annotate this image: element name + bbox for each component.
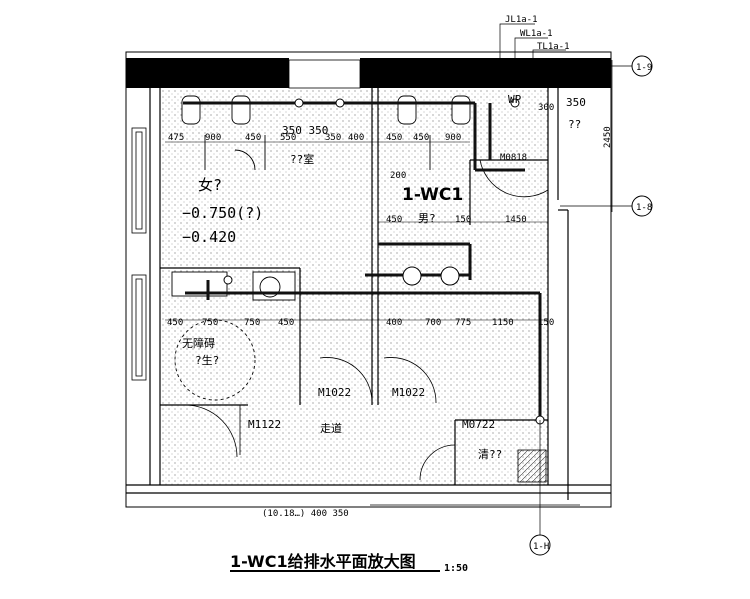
sizes-label: 350 350 [282,124,328,137]
dim-q: ?? [568,118,581,131]
dim-top-1: 900 [205,133,221,143]
drawing-scale: 1:50 [444,563,468,574]
dim-mid-3: 1450 [505,215,527,225]
door-m0818: M0818 [500,153,527,163]
axis-label-top: 1-9 [636,63,652,73]
level-1: −0.750(?) [182,204,263,222]
door-m0722: M0722 [462,418,495,431]
dim-mid-2: 150 [455,215,471,225]
accessible-label-2: ?生? [195,353,219,367]
dim-low-2: 750 [244,318,260,328]
pipe-tag-jl: JL1a-1 [505,15,538,25]
drawing-title: 1-WC1给排水平面放大图 [230,552,416,571]
window-opening [288,59,361,89]
shaft [517,449,547,483]
dim-top-3: 550 [280,133,296,143]
dim-top-8: 900 [445,133,461,143]
cleaning-label: 清?? [478,448,502,461]
dim-top-0: 475 [168,133,184,143]
axis-lines [370,60,632,535]
wash-label: ??室 [290,152,314,166]
dim-top-5: 400 [348,133,364,143]
pipe-tag-tl: TL1a-1 [537,42,570,52]
walls [126,88,611,500]
pipe-fittings [223,98,545,425]
dim-top-9: 200 [390,171,406,181]
level-2: −0.420 [182,228,236,246]
dim-top-7: 450 [413,133,429,143]
door-m1122: M1122 [248,418,281,431]
axis-bubble-mid [631,195,653,217]
bottom-cut-text: (10.18…) 400 350 [262,509,349,519]
axis-label-bottom: 1-H [533,542,549,552]
top-beam-left [126,58,289,88]
pipe-tag-wl: WL1a-1 [520,29,553,39]
dim-low-4: 400 [386,318,402,328]
dim-mid-0: 450 [386,215,402,225]
corridor-floor [160,290,548,485]
accessible-label: 无障碍 [182,336,215,350]
dim-low-7: 1150 [492,318,514,328]
dim-low-5: 700 [425,318,441,328]
dim-low-6: 775 [455,318,471,328]
dim-top-6: 450 [386,133,402,143]
left-windows [131,127,147,381]
pipes [183,101,542,420]
dim-350: 350 [566,96,586,109]
door-m1022-a: M1022 [318,386,351,399]
door-m1022-b: M1022 [392,386,425,399]
dim-top-10: 300 [538,103,554,113]
room-code: 1-WC1 [402,185,463,205]
top-beam-right [360,58,611,88]
dimension-lines [165,141,548,321]
span-dimension: 2450 [603,126,613,148]
corridor-label: 走道 [320,421,342,435]
female-label: 女? [198,176,222,194]
dim-low-0: 450 [167,318,183,328]
wp-label: WP [508,93,522,106]
dim-low-1: 750 [202,318,218,328]
dim-low-3: 450 [278,318,294,328]
outer-frame [125,51,612,508]
axis-bubble-bottom [529,534,551,556]
pipe-tag-leaders [499,23,566,58]
axis-label-mid: 1-8 [636,203,652,213]
dim-low-8: 150 [538,318,554,328]
doors [184,159,549,481]
dim-top-4: 350 [325,133,341,143]
axis-bubble-top [631,55,653,77]
male-label: 男? [418,212,436,225]
dim-top-2: 450 [245,133,261,143]
